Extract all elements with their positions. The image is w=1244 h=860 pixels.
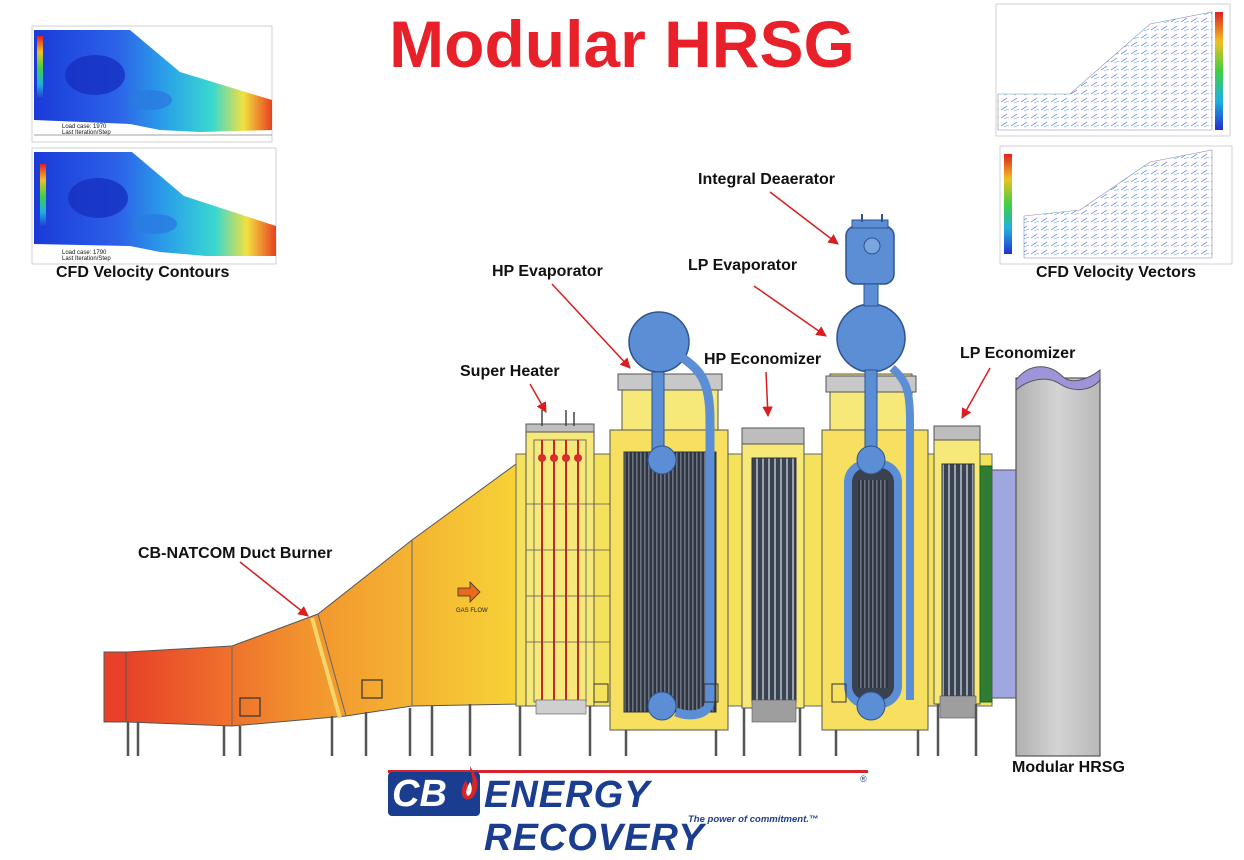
brand-tagline: The power of commitment.™ [688, 814, 819, 825]
registered-mark: ® [860, 774, 867, 784]
cb-mark: CB [392, 773, 447, 815]
cfd-contour-panel-bottom [31, 147, 277, 265]
callout-arrows [239, 191, 991, 617]
stack-transition [979, 465, 1017, 703]
duct-supports [126, 704, 592, 756]
label-hp-economizer: HP Economizer [704, 351, 822, 368]
hp-evaporator-module [609, 311, 729, 756]
page-title: Modular HRSG [389, 7, 855, 81]
diagram-canvas: GAS FLOW [31, 3, 1233, 757]
label-super-heater: Super Heater [460, 363, 560, 380]
cfd-step-top: Last Iteration/Step [62, 130, 111, 136]
exhaust-stack [1015, 366, 1101, 757]
label-hp-evaporator: HP Evaporator [492, 263, 603, 280]
label-lp-economizer: LP Economizer [960, 345, 1076, 362]
hrsg-diagram: Modular HRSG [31, 3, 1233, 859]
cfd-load-case-top: Load case: 1970 [62, 124, 107, 130]
lp-economizer-module [933, 425, 981, 756]
cfd-load-case-bottom: Load case: 1790 [62, 250, 107, 256]
inlet-duct: GAS FLOW [103, 463, 523, 727]
gas-flow-label: GAS FLOW [456, 608, 488, 614]
label-lp-evaporator: LP Evaporator [688, 257, 798, 274]
cfd-step-bottom: Last Iteration/Step [62, 256, 111, 262]
flame-icon [461, 766, 478, 800]
label-cfd-velocity-vectors: CFD Velocity Vectors [1036, 264, 1197, 281]
label-integral-deaerator: Integral Deaerator [698, 171, 835, 188]
integral-deaerator-vessel [845, 214, 895, 307]
label-cfd-velocity-contours: CFD Velocity Contours [56, 264, 230, 281]
hp-economizer-module [741, 427, 805, 756]
super-heater-module [525, 410, 616, 715]
cfd-vector-panel-top [995, 3, 1231, 137]
label-modular-hrsg: Modular HRSG [1012, 759, 1125, 776]
brand-rule [388, 770, 868, 773]
lp-evaporator-module [821, 303, 929, 756]
cb-energy-recovery-logo: CB ENERGY RECOVERY ® The power of commit… [388, 766, 868, 859]
cfd-vector-panel-bottom [999, 145, 1233, 265]
label-duct-burner: CB-NATCOM Duct Burner [138, 545, 333, 562]
cfd-contour-panel-top [31, 25, 273, 143]
